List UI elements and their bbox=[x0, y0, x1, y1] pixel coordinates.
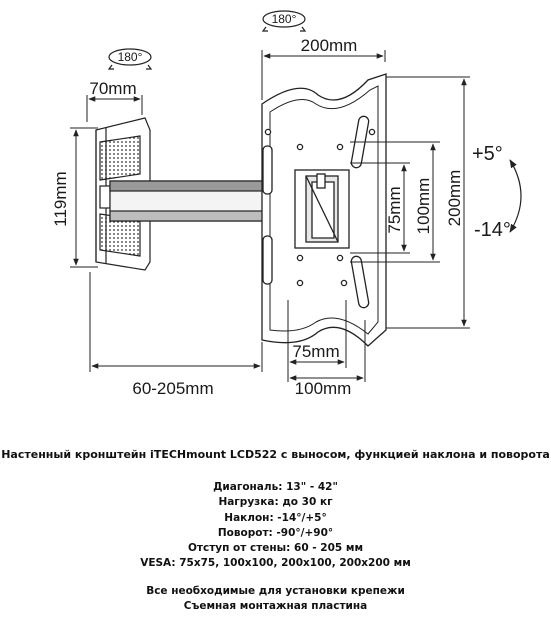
spec-vesa: VESA: 75x75, 100x100, 200x100, 200x200 м… bbox=[140, 557, 411, 570]
dimension-plate-width bbox=[261, 50, 386, 100]
tilt-indicator: +5° -14° bbox=[472, 143, 522, 241]
tilt-down-label: -14° bbox=[474, 219, 511, 241]
vesa-plate bbox=[261, 73, 387, 347]
spec-diagonal: Диагональ: 13" - 42" bbox=[213, 481, 338, 493]
dim-horizontal-75: 75mm bbox=[292, 342, 339, 361]
extension-arm bbox=[109, 180, 271, 222]
dim-extension: 60-205mm bbox=[132, 379, 213, 398]
note-hardware: Все необходимые для установки крепежи bbox=[146, 584, 405, 597]
dimension-mount-depth bbox=[86, 95, 143, 122]
note-removable-plate: Съемная монтажная пластина bbox=[183, 600, 368, 613]
spec-spacer bbox=[0, 572, 551, 584]
dim-vertical-200: 200mm bbox=[445, 170, 464, 227]
dimension-extension bbox=[89, 272, 263, 372]
spec-wall-distance: Отступ от стены: 60 - 205 мм bbox=[187, 542, 364, 555]
rotation-indicator-left: 180° bbox=[107, 48, 153, 70]
dimension-vertical-set bbox=[350, 76, 470, 329]
dimension-horizontal-set bbox=[287, 300, 366, 382]
dim-horizontal-100: 100mm bbox=[295, 379, 352, 398]
rotation-indicator-top: 180° bbox=[261, 10, 307, 32]
product-title: Настенный кронштейн iTECHmount LCD522 с … bbox=[1, 448, 550, 461]
dim-width-200: 200mm bbox=[301, 36, 358, 55]
bracket-technical-drawing: 180° 180° 200mm 70mm 119mm bbox=[51, 10, 522, 398]
dim-wallplate-119: 119mm bbox=[51, 171, 70, 226]
rotation-label-top: 180° bbox=[272, 12, 297, 26]
spec-tilt: Наклон: -14°/+5° bbox=[224, 511, 327, 524]
spec-swivel: Поворот: -90°/+90° bbox=[217, 526, 334, 539]
dim-vertical-100: 100mm bbox=[414, 178, 433, 235]
dim-vertical-75: 75mm bbox=[385, 186, 404, 233]
tilt-up-label: +5° bbox=[472, 143, 503, 165]
dim-depth-70: 70mm bbox=[89, 79, 136, 98]
rotation-label-left: 180° bbox=[118, 50, 143, 64]
dimension-wallplate-height bbox=[70, 127, 98, 268]
spec-load: Нагрузка: до 30 кг bbox=[218, 496, 333, 509]
specifications-block: Настенный кронштейн iTECHmount LCD522 с … bbox=[0, 448, 551, 614]
